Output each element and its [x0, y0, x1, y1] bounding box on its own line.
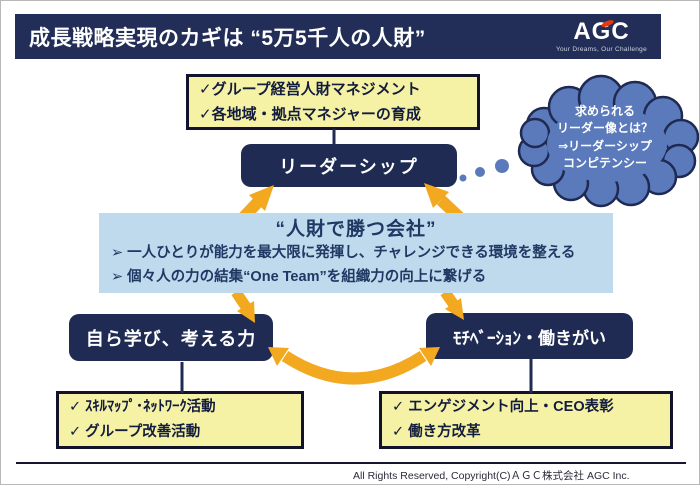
thought-bubble-text: 求められる リーダー像とは？ ⇒リーダーシップ コンピテンシー — [525, 103, 685, 173]
activity-item: ✓ グループ改善活動 — [69, 424, 201, 440]
copyright-text: All Rights Reserved, Copyright(C)ＡＧＣ株式会社… — [353, 470, 630, 482]
bottom-left-activities-box: ✓ ｽｷﾙﾏｯﾌﾟ･ﾈｯﾄﾜｰｸ活動 ✓ グループ改善活動 — [56, 391, 304, 449]
agc-logo-text: AGC — [573, 17, 630, 45]
title-bar: 成長戦略実現のカギは “5万5千人の人財” AGC Your Dreams, O… — [15, 14, 661, 59]
activity-item: ✓ 働き方改革 — [392, 424, 481, 440]
bottom-right-activities-box: ✓ エンゲジメント向上・CEO表彰 ✓ 働き方改革 — [379, 391, 673, 449]
activity-item: ✓ エンゲジメント向上・CEO表彰 — [392, 399, 614, 416]
bubble-line: リーダー像とは？ — [556, 121, 653, 136]
thought-trail-dots — [459, 159, 509, 182]
bubble-line: 求められる — [574, 104, 635, 118]
agc-logo-tagline: Your Dreams, Our Challenge — [555, 45, 647, 53]
top-initiatives-box: ✓グループ経営人財マネジメント ✓各地域・拠点マネジャーの育成 — [186, 74, 480, 130]
motivation-box: ﾓﾁﾍﾞｰｼｮﾝ・働きがい — [426, 313, 633, 359]
top-initiative-item: ✓グループ経営人財マネジメント — [199, 80, 421, 98]
bubble-line: コンピテンシー — [562, 156, 647, 171]
agc-logo: AGC Your Dreams, Our Challenge — [555, 17, 651, 54]
vision-bullet: ➢ 個々人の力の結集“One Team”を組織力の向上に繋げる — [111, 268, 487, 285]
slide-title: 成長戦略実現のカギは “5万5千人の人財” — [29, 26, 426, 50]
bubble-line: ⇒リーダーシップ — [558, 138, 652, 153]
vision-title: “人財で勝つ会社” — [275, 219, 437, 240]
footer-divider — [16, 462, 686, 464]
activity-item: ✓ ｽｷﾙﾏｯﾌﾟ･ﾈｯﾄﾜｰｸ活動 — [69, 399, 216, 416]
leadership-box: リーダーシップ — [241, 144, 457, 187]
vision-box: “人財で勝つ会社” ➢ 一人ひとりが能力を最大限に発揮し、チャレンジできる環境を… — [99, 213, 613, 293]
vision-bullet: ➢ 一人ひとりが能力を最大限に発揮し、チャレンジできる環境を整える — [111, 244, 576, 261]
self-learning-box: 自ら学び、考える力 — [69, 314, 273, 361]
top-initiative-item: ✓各地域・拠点マネジャーの育成 — [199, 106, 421, 123]
